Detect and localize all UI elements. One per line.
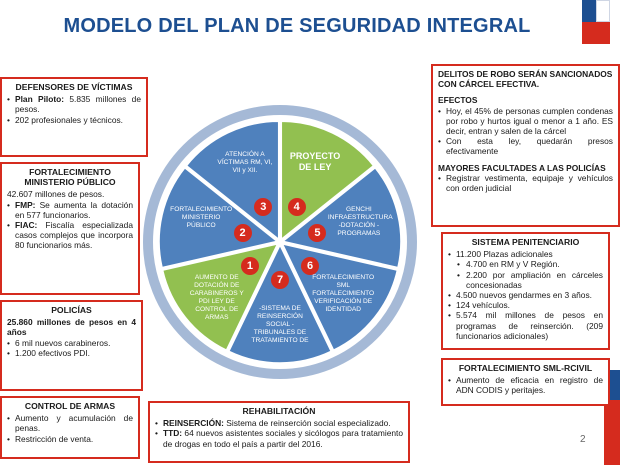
policias-box: POLICÍAS 25.860 millones de pesos en 4 a… <box>0 300 143 391</box>
flag-white-block <box>596 0 610 22</box>
list-item: FIAC: Fiscalía especializada casos compl… <box>7 220 133 251</box>
cycle-segment-label: FORTALECIMIENTO MINISTERIO PÚBLICO <box>170 206 233 229</box>
armas-list: Aumento y acumulación de penas. Restricc… <box>7 413 133 444</box>
step-number-badge: 7 <box>271 271 289 290</box>
rehabilitacion-box: REHABILITACIÓN REINSERCIÓN: Sistema de r… <box>148 401 410 463</box>
efectos-list: Hoy, el 45% de personas cumplen condenas… <box>438 106 613 157</box>
step-number-badge: 6 <box>301 256 320 275</box>
cycle-segment-2 <box>158 166 279 269</box>
list-item: TTD: 64 nuevos asistentes sociales y sic… <box>155 428 403 448</box>
cycle-segment-label: AUMENTO DE DOTACIÓN DE CARABINEROS Y PDI… <box>189 274 244 322</box>
list-item: Plan Piloto: 5.835 millones de pesos. <box>7 94 141 114</box>
ministerio-title: FORTALECIMIENTO MINISTERIO PÚBLICO <box>24 167 116 188</box>
cycle-diagram: PROYECTO DE LEY 4 GENCHI INFRAESTRUCTURA -… <box>140 92 430 392</box>
step-number-badge: 2 <box>233 224 252 243</box>
cycle-segment-label: -SISTEMA DE REINSERCIÓN SOCIAL -TRIBUNAL… <box>251 304 309 344</box>
delitos-box: DELITOS DE ROBO SERÁN SANCIONADOS CON CÁ… <box>431 64 620 227</box>
efectos-title: EFECTOS <box>438 95 478 106</box>
list-item: 6 mil nuevos carabineros. <box>7 338 136 348</box>
list-item: Con esta ley, quedarán presos efectivame… <box>438 136 613 156</box>
list-item: 4.700 en RM y V Región. <box>448 259 603 269</box>
policias-title: POLICÍAS <box>51 305 92 315</box>
corner-red-stripe <box>604 400 620 465</box>
ministerio-box: FORTALECIMIENTO MINISTERIO PÚBLICO 42.60… <box>0 162 140 295</box>
header-bar <box>0 0 620 60</box>
rehab-list: REINSERCIÓN: Sistema de reinserción soci… <box>155 418 403 449</box>
list-item: Aumento y acumulación de penas. <box>7 413 133 433</box>
list-item: REINSERCIÓN: Sistema de reinserción soci… <box>155 418 403 428</box>
defensores-box: DEFENSORES DE VÍCTIMAS Plan Piloto: 5.83… <box>0 77 148 157</box>
list-item: 1.200 efectivos PDI. <box>7 348 136 358</box>
facultades-list: Registrar vestimenta, equipaje y vehícul… <box>438 173 613 193</box>
step-number-badge: 4 <box>287 198 306 217</box>
policias-list: 6 mil nuevos carabineros. 1.200 efectivo… <box>7 338 136 359</box>
penitenciario-title: SISTEMA PENITENCIARIO <box>471 237 580 247</box>
list-item: 2.200 por ampliación en cárceles concesi… <box>448 270 603 290</box>
sml-title: FORTALECIMIENTO SML-RCIVIL <box>458 363 593 373</box>
outer-ring <box>143 105 417 379</box>
rehab-title: REHABILITACIÓN <box>242 406 316 416</box>
list-item: Aumento de eficacia en registro de ADN C… <box>448 375 603 395</box>
delitos-heading: DELITOS DE ROBO SERÁN SANCIONADOS CON CÁ… <box>438 69 613 90</box>
flag-red-block <box>582 22 596 44</box>
sml-list: Aumento de eficacia en registro de ADN C… <box>448 375 603 395</box>
list-item: 4.500 nuevos gendarmes en 3 años. <box>448 290 603 300</box>
step-number-badge: 1 <box>240 256 259 275</box>
list-item: 202 profesionales y técnicos. <box>7 115 141 125</box>
defensores-list: Plan Piloto: 5.835 millones de pesos. 20… <box>7 94 141 125</box>
cycle-segment-label: ATENCIÓN A VÍCTIMAS RM, VI, VII y XII. <box>217 151 273 175</box>
armas-box: CONTROL DE ARMAS Aumento y acumulación d… <box>0 396 140 459</box>
list-item: Hoy, el 45% de personas cumplen condenas… <box>438 106 613 137</box>
list-item: 11.200 Plazas adicionales <box>448 249 603 259</box>
ministerio-lead: 42.607 millones de pesos. <box>7 189 105 200</box>
page-number: 2 <box>580 434 586 445</box>
flag-red-block-2 <box>596 22 610 44</box>
list-item: 5.574 mil millones de pesos en programas… <box>448 310 603 341</box>
policias-lead: 25.860 millones de pesos en 4 años <box>7 317 136 338</box>
penitenciario-box: SISTEMA PENITENCIARIO 11.200 Plazas adic… <box>441 232 610 350</box>
defensores-title: DEFENSORES DE VÍCTIMAS <box>15 82 133 92</box>
cycle-segment-5 <box>281 166 402 269</box>
step-number-badge: 3 <box>254 198 273 217</box>
armas-title: CONTROL DE ARMAS <box>24 401 116 411</box>
step-number-badge: 5 <box>308 224 327 243</box>
cycle-segment-7 <box>227 243 333 364</box>
list-item: FMP: Se aumenta la dotación en 577 funci… <box>7 200 133 220</box>
cycle-segment-label: FORTALECIMIENTO SML FORTALECIMIENTO VERI… <box>312 274 375 314</box>
cycle-svg <box>143 105 417 379</box>
page-title: MODELO DEL PLAN DE SEGURIDAD INTEGRAL <box>63 15 531 37</box>
penitenciario-list: 11.200 Plazas adicionales 4.700 en RM y … <box>448 249 603 341</box>
list-item: Registrar vestimenta, equipaje y vehícul… <box>438 173 613 193</box>
cycle-segment-label: GENCHI INFRAESTRUCTURA -DOTACIÓN -PROGRA… <box>327 206 393 237</box>
list-item: Restricción de venta. <box>7 434 133 444</box>
list-item: 124 vehículos. <box>448 300 603 310</box>
sml-box: FORTALECIMIENTO SML-RCIVIL Aumento de ef… <box>441 358 610 406</box>
cycle-segment-label: PROYECTO DE LEY <box>289 151 341 173</box>
facultades-title: MAYORES FACULTADES A LAS POLICÍAS <box>438 162 606 173</box>
flag-blue-block <box>582 0 596 22</box>
ministerio-list: FMP: Se aumenta la dotación en 577 funci… <box>7 200 133 251</box>
